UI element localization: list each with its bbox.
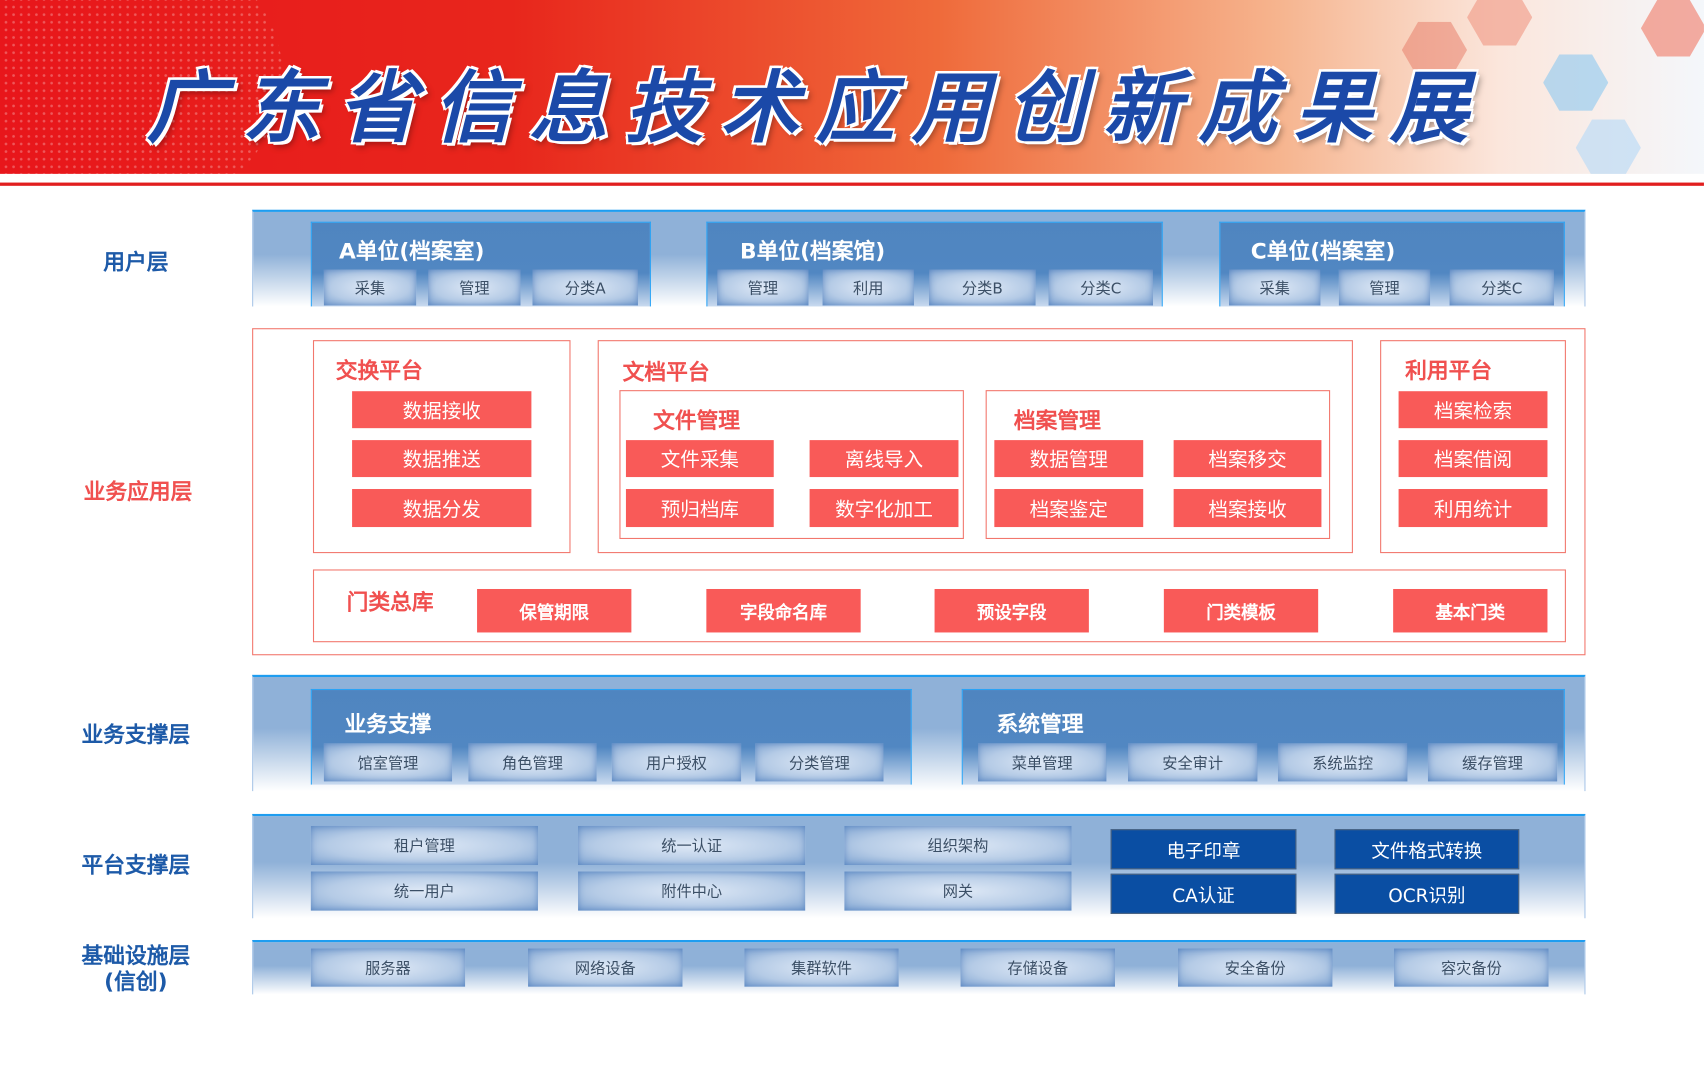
archive-item[interactable]: 档案接收 <box>1173 489 1322 528</box>
platform-item[interactable]: 统一认证 <box>578 825 806 866</box>
unit-item[interactable]: 采集 <box>323 269 417 306</box>
unit-item[interactable]: 管理 <box>717 269 809 306</box>
infra-item[interactable]: 网络设备 <box>528 948 683 987</box>
unit-item[interactable]: 利用 <box>822 269 914 306</box>
unit-title: C单位(档案室) <box>1250 237 1396 265</box>
section-title: 利用平台 <box>1405 357 1493 384</box>
utilize-item[interactable]: 档案借阅 <box>1398 440 1548 478</box>
platform-item[interactable]: 附件中心 <box>578 871 806 911</box>
archive-item[interactable]: 档案移交 <box>1173 440 1322 478</box>
platform-item[interactable]: 网关 <box>844 871 1072 911</box>
layer-label-infra-sub: (信创) <box>104 968 168 995</box>
exchange-item[interactable]: 数据接收 <box>352 391 532 429</box>
section-title: 档案管理 <box>1013 407 1101 434</box>
category-item[interactable]: 基本门类 <box>1393 588 1548 633</box>
file-item[interactable]: 离线导入 <box>809 440 959 478</box>
platform-item[interactable]: 统一用户 <box>310 871 538 911</box>
layer-label-app: 业务应用层 <box>83 478 193 505</box>
section-title: 文件管理 <box>653 407 741 434</box>
platform-highlight-item[interactable]: 电子印章 <box>1110 829 1297 870</box>
divider <box>0 182 1704 186</box>
infra-item[interactable]: 容灾备份 <box>1394 948 1549 987</box>
exchange-item[interactable]: 数据分发 <box>352 489 532 528</box>
platform-item[interactable]: 租户管理 <box>310 825 538 866</box>
platform-highlight-item[interactable]: 文件格式转换 <box>1334 829 1520 870</box>
file-item[interactable]: 数字化加工 <box>809 489 959 528</box>
unit-item[interactable]: 管理 <box>1338 269 1431 306</box>
unit-title: B单位(档案馆) <box>740 237 886 265</box>
system-item[interactable]: 缓存管理 <box>1427 743 1558 782</box>
section-title: 系统管理 <box>996 710 1084 737</box>
globe-decoration <box>0 0 283 174</box>
archive-item[interactable]: 档案鉴定 <box>994 489 1144 528</box>
hexagon-decoration <box>1575 119 1641 174</box>
support-item[interactable]: 馆室管理 <box>323 743 453 782</box>
header-banner: 广东省信息技术应用创新成果展 <box>0 0 1704 174</box>
file-item[interactable]: 预归档库 <box>625 489 774 528</box>
infra-item[interactable]: 安全备份 <box>1177 948 1333 987</box>
platform-highlight-item[interactable]: OCR识别 <box>1334 873 1520 914</box>
section-title: 文档平台 <box>622 358 710 385</box>
unit-item[interactable]: 采集 <box>1229 269 1321 306</box>
infra-item[interactable]: 存储设备 <box>960 948 1115 987</box>
unit-item[interactable]: 管理 <box>428 269 521 306</box>
support-item[interactable]: 分类管理 <box>755 743 884 782</box>
hexagon-decoration <box>1467 0 1533 46</box>
section-title: 交换平台 <box>335 357 423 384</box>
unit-item[interactable]: 分类A <box>532 269 638 306</box>
infra-item[interactable]: 集群软件 <box>744 948 899 987</box>
layer-label-platform: 平台支撑层 <box>81 851 191 879</box>
layer-label-infra: 基础设施层 <box>81 942 191 969</box>
exchange-item[interactable]: 数据推送 <box>352 440 532 478</box>
system-item[interactable]: 安全审计 <box>1127 743 1258 782</box>
hexagon-decoration <box>1640 0 1704 57</box>
system-item[interactable]: 菜单管理 <box>978 743 1107 782</box>
category-item[interactable]: 字段命名库 <box>706 588 861 633</box>
support-item[interactable]: 用户授权 <box>611 743 742 782</box>
infra-item[interactable]: 服务器 <box>310 948 466 987</box>
utilize-item[interactable]: 档案检索 <box>1398 391 1548 429</box>
support-item[interactable]: 角色管理 <box>468 743 597 782</box>
utilize-item[interactable]: 利用统计 <box>1398 489 1548 528</box>
layer-label-user: 用户层 <box>103 248 169 275</box>
platform-highlight-item[interactable]: CA认证 <box>1110 873 1297 914</box>
section-title: 业务支撑 <box>344 710 432 737</box>
layer-label-support: 业务支撑层 <box>81 721 191 748</box>
archive-item[interactable]: 数据管理 <box>994 440 1144 478</box>
unit-item[interactable]: 分类C <box>1048 269 1153 306</box>
platform-item[interactable]: 组织架构 <box>844 825 1072 866</box>
section-title: 门类总库 <box>346 588 434 616</box>
category-item[interactable]: 预设字段 <box>934 588 1089 633</box>
infra-layer <box>252 939 1586 995</box>
unit-item[interactable]: 分类C <box>1449 269 1554 306</box>
hexagon-decoration <box>1543 54 1609 111</box>
unit-title: A单位(档案室) <box>339 237 485 265</box>
category-item[interactable]: 门类模板 <box>1163 588 1319 633</box>
system-item[interactable]: 系统监控 <box>1277 743 1408 782</box>
category-item[interactable]: 保管期限 <box>477 588 632 633</box>
unit-item[interactable]: 分类B <box>929 269 1036 306</box>
file-item[interactable]: 文件采集 <box>625 440 774 478</box>
page-title: 广东省信息技术应用创新成果展 <box>146 61 1486 154</box>
